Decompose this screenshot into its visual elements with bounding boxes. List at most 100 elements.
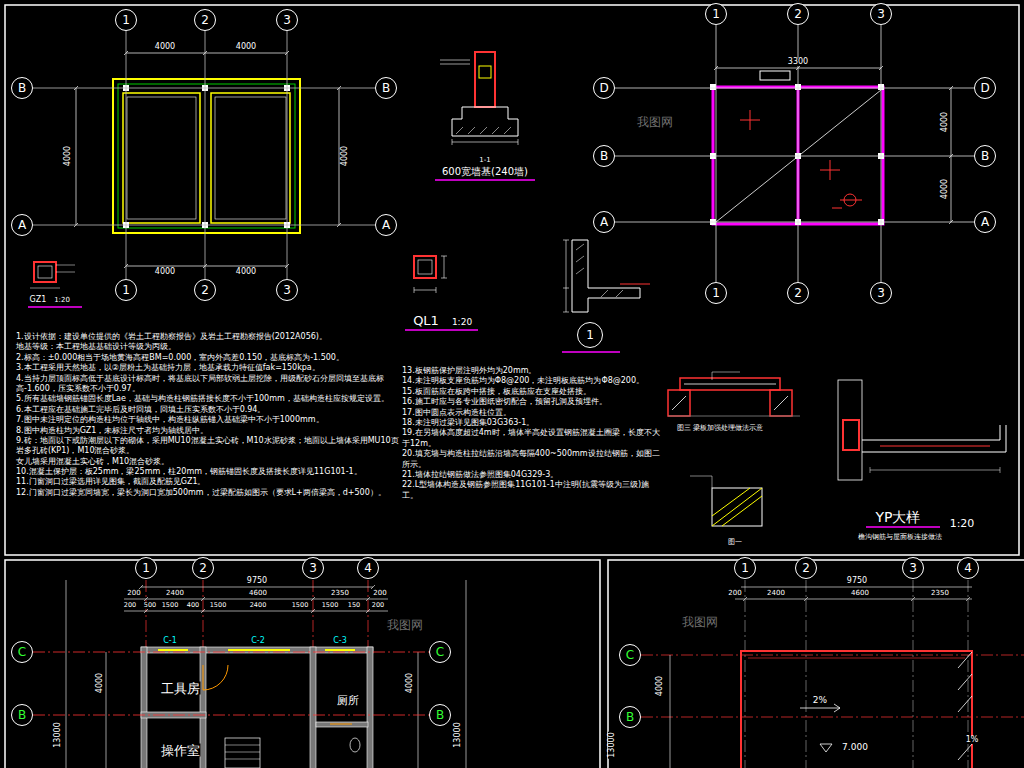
- axis-bubble: 1: [705, 3, 727, 25]
- watermark: 我图网: [681, 616, 719, 628]
- dimension-text: 4000: [64, 145, 72, 167]
- axis-label: 1: [741, 562, 749, 574]
- axis-label: 4: [364, 562, 372, 574]
- detail-caption: 图一: [727, 539, 743, 546]
- dimension-text: 9750: [846, 577, 868, 585]
- design-note: 2.标高：±0.000相当于场地黄海高程BM=0.000，室内外高差0.150，…: [16, 353, 401, 363]
- foundation-plan-part: [123, 93, 200, 223]
- axis-label: 1: [586, 329, 594, 341]
- wall-footing-section-part: [452, 107, 518, 136]
- axis-line: [205, 31, 206, 279]
- ring-beam-section-ql1-part: [405, 329, 478, 331]
- design-note: 19.在另墙体高度超过4m时，墙体半高处设置钢筋混凝土圈梁，长度不大于12m。: [402, 428, 664, 449]
- axis-bubble: 4: [357, 557, 379, 579]
- dimension-text: 1500: [321, 602, 340, 609]
- foundation-plan-part: [123, 85, 290, 228]
- section-mark: 1-1: [478, 157, 491, 164]
- axis-bubble: C: [619, 644, 641, 666]
- wall-footing-section: [435, 52, 535, 180]
- dimension-text: 150: [347, 602, 361, 609]
- beam-slab-details-part: [668, 416, 800, 417]
- axis-line: [33, 225, 375, 226]
- eave-detail-part: [572, 240, 640, 312]
- axis-label: B: [18, 709, 26, 721]
- axis-bubble: A: [11, 214, 33, 236]
- dimension-text: 400: [186, 602, 200, 609]
- sheet-frame: [5, 5, 1024, 768]
- wall-footing-section-part: [479, 66, 491, 78]
- axis-label: B: [436, 709, 444, 721]
- reinforcement-detail-part: [690, 476, 712, 488]
- window-tag: C-2: [250, 637, 266, 645]
- ring-beam-section-ql1-part: [414, 256, 436, 278]
- axis-bubble: 3: [276, 279, 298, 301]
- dimension-text: 2400: [766, 590, 786, 597]
- roof-plan-lower-part: [748, 658, 965, 659]
- dimension-text: 200: [372, 590, 387, 597]
- axis-line: [33, 88, 375, 89]
- sheet-frame-part: [608, 560, 1024, 768]
- design-note: 21.墙体拉结钢筋做法参照图集04G329-3。: [402, 470, 664, 480]
- wall-footing-section-part: [440, 60, 470, 64]
- dimension-text: 2400: [249, 602, 268, 609]
- axis-line: [881, 25, 882, 282]
- foundation-plan-part: [211, 93, 290, 223]
- axis-bubble: 1: [115, 9, 137, 31]
- floor-plan-part: [124, 587, 388, 611]
- dimension-text: 4600: [850, 590, 870, 597]
- axis-line: [615, 88, 974, 89]
- axis-bubble: B: [619, 706, 641, 728]
- design-note: 4.当持力层顶面标高低于基底设计标高时，将基底以下局部软弱土层挖除，用级配砂石分…: [16, 374, 401, 395]
- axis-bubble: 4: [957, 557, 979, 579]
- axis-label: A: [600, 216, 608, 228]
- yp-detail-part: [843, 420, 859, 450]
- ring-beam-section-ql1-part: [414, 256, 447, 293]
- roof-plan-lower-part: [670, 655, 671, 768]
- axis-bubble: 3: [902, 557, 924, 579]
- axis-label: 3: [309, 562, 317, 574]
- dimension-lines-part: [74, 51, 341, 268]
- sheet-frame-part: [5, 5, 1019, 555]
- dimension-text: 13000: [54, 721, 62, 748]
- slope-text: 2%: [812, 696, 828, 705]
- yp-detail: [838, 380, 1006, 527]
- dimension-text: 13000: [608, 731, 616, 758]
- floor-plan-part: [225, 745, 260, 759]
- design-note: 10.混凝土保护层：板25mm，梁25mm，柱20mm，钢筋锚固长度及搭接长度详…: [16, 467, 401, 477]
- detail-title: 600宽墙基(240墙): [441, 167, 529, 177]
- dimension-text: 4000: [341, 145, 349, 167]
- beam-slab-details-part: [712, 372, 740, 380]
- yp-detail-part: [838, 380, 862, 480]
- axis-label: 3: [877, 8, 885, 20]
- floor-plan-part: [66, 580, 466, 768]
- yp-detail-part: [880, 446, 990, 447]
- axis-label: 2: [199, 562, 207, 574]
- floor-plan-part: [158, 649, 355, 651]
- dimension-text: 2350: [330, 590, 350, 597]
- axis-bubble: 3: [276, 9, 298, 31]
- beam-slab-details: [668, 372, 800, 416]
- floor-plan-part: [350, 738, 360, 752]
- axis-line: [33, 652, 429, 653]
- axis-bubble: D: [593, 77, 615, 99]
- axis-label: 2: [794, 287, 802, 299]
- axis-bubble: C: [429, 641, 451, 663]
- watermark: 我图网: [386, 619, 424, 631]
- eave-detail-part: [562, 351, 620, 353]
- sheet-frame-part: [5, 560, 600, 768]
- roof-plan-lower-part: [741, 651, 972, 768]
- axis-label: C: [18, 646, 26, 658]
- yp-detail-part: [870, 467, 1000, 473]
- eave-detail-part: [620, 284, 650, 285]
- floor-plan: [66, 580, 466, 768]
- detail-title: QL1: [412, 314, 440, 327]
- axis-bubble: B: [974, 145, 996, 167]
- room-name: 厕所: [336, 695, 360, 706]
- axis-label: B: [626, 711, 634, 723]
- scale-text: 1:20: [949, 518, 976, 529]
- axis-bubble: 1: [734, 557, 756, 579]
- design-note: 地基等级：本工程地基基础设计等级为丙级。: [16, 342, 401, 352]
- reinforcement-detail-part: [712, 488, 762, 526]
- floor-plan-part-part: [141, 647, 147, 768]
